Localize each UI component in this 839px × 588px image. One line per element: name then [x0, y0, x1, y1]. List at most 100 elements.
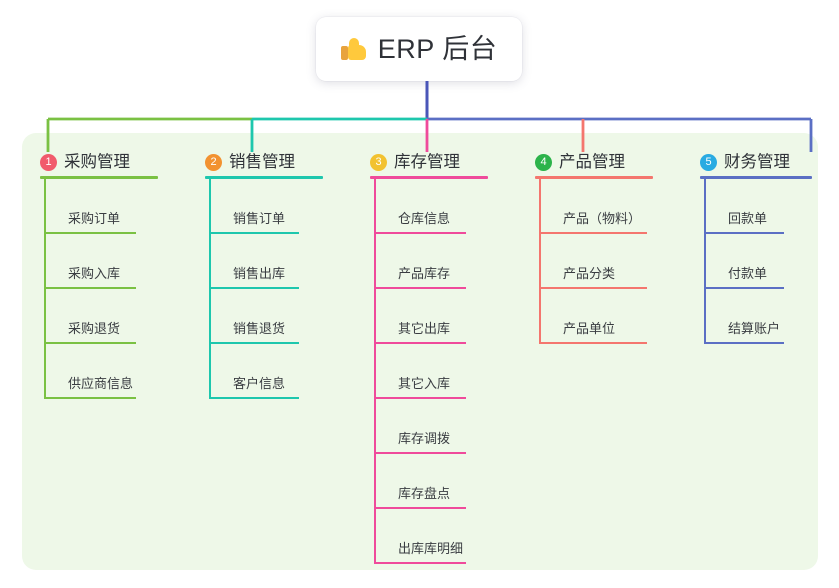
- branch-header-采购管理[interactable]: 1 采购管理: [40, 145, 158, 179]
- leaf-item-label: 仓库信息: [398, 211, 451, 226]
- leaf-item[interactable]: 产品单位: [535, 289, 647, 344]
- leaf-item[interactable]: 回款单: [700, 179, 790, 234]
- leaf-item[interactable]: 销售退货: [205, 289, 299, 344]
- leaf-item-label: 库存盘点: [398, 486, 451, 501]
- branch-header-库存管理[interactable]: 3 库存管理: [370, 145, 488, 179]
- branch-item-list: 采购订单采购入库采购退货供应商信息: [40, 179, 136, 399]
- leaf-item[interactable]: 结算账户: [700, 289, 790, 344]
- branch-header-rule: [205, 176, 323, 179]
- branch-item-list: 仓库信息产品库存其它出库其它入库库存调拨库存盘点出库库明细: [370, 179, 466, 564]
- leaf-item-rule: [704, 232, 784, 234]
- leaf-item-rule: [209, 232, 299, 234]
- leaf-item[interactable]: 客户信息: [205, 344, 299, 399]
- branch-index-badge: 3: [370, 153, 387, 171]
- leaf-item-rule: [539, 232, 647, 234]
- branch-spine: [539, 179, 541, 344]
- leaf-item-rule: [44, 232, 136, 234]
- leaf-item-label: 销售订单: [233, 211, 286, 226]
- leaf-item-label: 采购订单: [68, 211, 121, 226]
- leaf-item-rule: [209, 397, 299, 399]
- leaf-item-label: 其它出库: [398, 321, 451, 336]
- branch-item-list: 回款单付款单结算账户: [700, 179, 790, 344]
- branch-index-badge: 2: [205, 153, 222, 171]
- leaf-item-label: 客户信息: [233, 376, 286, 391]
- branch-title: 产品管理: [559, 152, 625, 171]
- leaf-item-rule: [374, 397, 466, 399]
- leaf-item-rule: [374, 342, 466, 344]
- leaf-item-rule: [704, 342, 784, 344]
- leaf-item-rule: [374, 452, 466, 454]
- branch-header-rule: [40, 176, 158, 179]
- branch-column-库存管理: 3 库存管理仓库信息产品库存其它出库其它入库库存调拨库存盘点出库库明细: [370, 145, 488, 564]
- leaf-item-label: 回款单: [728, 211, 768, 226]
- leaf-item[interactable]: 库存盘点: [370, 454, 466, 509]
- leaf-item[interactable]: 产品（物料）: [535, 179, 647, 234]
- leaf-item-rule: [209, 287, 299, 289]
- leaf-item-rule: [539, 342, 647, 344]
- root-title: ERP 后台: [377, 33, 498, 64]
- leaf-item-rule: [374, 507, 466, 509]
- branch-column-产品管理: 4 产品管理产品（物料） 产品分类产品单位: [535, 145, 653, 344]
- leaf-item[interactable]: 采购入库: [40, 234, 136, 289]
- leaf-item-rule: [44, 342, 136, 344]
- leaf-item-rule: [44, 397, 136, 399]
- branch-title: 采购管理: [64, 152, 130, 171]
- leaf-item[interactable]: 库存调拨: [370, 399, 466, 454]
- leaf-item-label: 采购退货: [68, 321, 121, 336]
- leaf-item-label: 其它入库: [398, 376, 451, 391]
- leaf-item-label: 付款单: [728, 266, 768, 281]
- leaf-item-label: 采购入库: [68, 266, 121, 281]
- branch-header-rule: [370, 176, 488, 179]
- leaf-item-label: 库存调拨: [398, 431, 451, 446]
- leaf-item[interactable]: 采购退货: [40, 289, 136, 344]
- leaf-item-label: 销售出库: [233, 266, 286, 281]
- root-node[interactable]: ERP 后台: [316, 17, 522, 81]
- branch-title: 库存管理: [394, 152, 460, 171]
- branch-index-badge: 5: [700, 153, 717, 171]
- leaf-item-label: 出库库明细: [398, 541, 464, 556]
- leaf-item-rule: [209, 342, 299, 344]
- leaf-item-rule: [704, 287, 784, 289]
- leaf-item[interactable]: 销售订单: [205, 179, 299, 234]
- leaf-item[interactable]: 产品库存: [370, 234, 466, 289]
- leaf-item-rule: [44, 287, 136, 289]
- branch-item-list: 销售订单销售出库销售退货客户信息: [205, 179, 299, 399]
- leaf-item-rule: [539, 287, 647, 289]
- leaf-item-label: 销售退货: [233, 321, 286, 336]
- branch-index-badge: 1: [40, 153, 57, 171]
- branch-header-rule: [535, 176, 653, 179]
- leaf-item-rule: [374, 562, 466, 564]
- branch-item-list: 产品（物料） 产品分类产品单位: [535, 179, 647, 344]
- branch-column-财务管理: 5 财务管理回款单付款单结算账户: [700, 145, 812, 344]
- leaf-item-label: 产品库存: [398, 266, 451, 281]
- leaf-item-rule: [374, 287, 466, 289]
- branch-header-财务管理[interactable]: 5 财务管理: [700, 145, 812, 179]
- leaf-item-rule: [374, 232, 466, 234]
- branch-header-产品管理[interactable]: 4 产品管理: [535, 145, 653, 179]
- branch-index-badge: 4: [535, 153, 552, 171]
- leaf-item[interactable]: 其它入库: [370, 344, 466, 399]
- leaf-item-label: 产品（物料）: [563, 211, 642, 226]
- leaf-item-label: 结算账户: [728, 321, 781, 336]
- leaf-item[interactable]: 仓库信息: [370, 179, 466, 234]
- branch-spine: [44, 179, 46, 399]
- root-node-content: ERP 后台: [340, 33, 498, 64]
- branch-spine: [209, 179, 211, 399]
- branch-spine: [374, 179, 376, 564]
- leaf-item-label: 产品分类: [563, 266, 616, 281]
- leaf-item[interactable]: 供应商信息: [40, 344, 136, 399]
- leaf-item-label: 供应商信息: [68, 376, 134, 391]
- leaf-item[interactable]: 产品分类: [535, 234, 647, 289]
- branch-column-采购管理: 1 采购管理采购订单采购入库采购退货供应商信息: [40, 145, 158, 399]
- branch-title: 财务管理: [724, 152, 790, 171]
- leaf-item[interactable]: 出库库明细: [370, 509, 466, 564]
- leaf-item[interactable]: 采购订单: [40, 179, 136, 234]
- leaf-item[interactable]: 其它出库: [370, 289, 466, 344]
- thumbs-up-icon: [340, 37, 367, 61]
- branch-header-rule: [700, 176, 812, 179]
- leaf-item[interactable]: 付款单: [700, 234, 790, 289]
- leaf-item[interactable]: 销售出库: [205, 234, 299, 289]
- branch-spine: [704, 179, 706, 344]
